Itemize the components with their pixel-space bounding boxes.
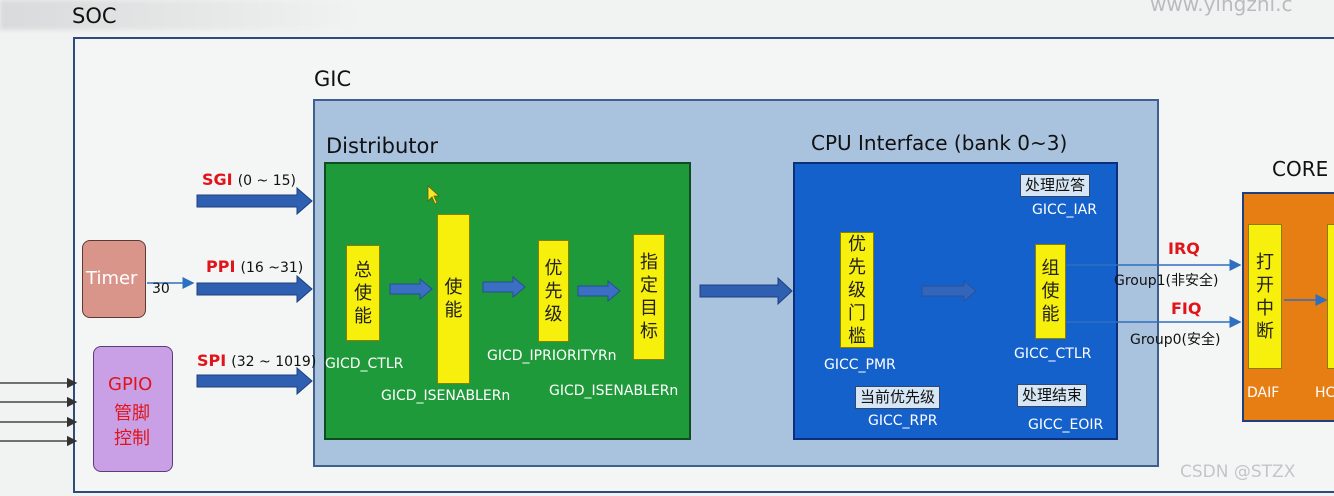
daif-label: DAIF [1247, 385, 1280, 401]
priority-text: 优先级 [544, 257, 563, 325]
priority-box: 优先级 [538, 240, 569, 342]
distributor-box [324, 162, 691, 440]
sgi-arrow [196, 186, 313, 216]
gpio-block [93, 346, 173, 472]
gicc-ctlr-label: GICC_CTLR [1014, 346, 1092, 362]
gicc-eoir-label: GICC_EOIR [1028, 417, 1104, 433]
ppi-name: PPI [206, 257, 236, 276]
end-processing-tag: 处理结束 [1017, 384, 1088, 407]
core-label: CORE [1272, 157, 1329, 181]
timer-label: Timer [86, 268, 138, 289]
gicd-isenabler-label: GICD_ISENABLERn [381, 388, 511, 404]
gpio-label: GPIO [108, 374, 153, 395]
priority-threshold-box: 优先级门槛 [840, 232, 874, 348]
spi-label: SPI (32 ~ 1019) [197, 351, 316, 370]
enable-text: 使能 [444, 277, 463, 321]
current-priority-tag: 当前优先级 [855, 386, 941, 409]
distributor-label: Distributor [326, 134, 439, 158]
sgi-range: (0 ~ 15) [237, 173, 296, 189]
timer-value: 30 [152, 281, 170, 297]
cpu-internal-arrow [921, 279, 977, 303]
gpio-label-control: 控制 [114, 428, 150, 449]
total-enable-text: 总使能 [354, 259, 372, 327]
core-second-box [1327, 224, 1334, 369]
group-enable-box: 组使能 [1035, 244, 1066, 339]
dist-arrow-2 [482, 275, 526, 299]
hcr-label: HC [1315, 385, 1334, 401]
ppi-label: PPI (16 ~31) [206, 257, 303, 276]
gic-label: GIC [314, 67, 352, 91]
spi-name: SPI [197, 351, 227, 370]
open-interrupt-text: 打开中断 [1256, 251, 1274, 342]
gicd-ctlr-label: GICD_CTLR [325, 356, 404, 372]
group1-label: Group1(非安全) [1114, 273, 1219, 289]
priority-threshold-text: 优先级门槛 [848, 233, 866, 347]
dist-arrow-1 [389, 277, 433, 301]
csdn-watermark: CSDN @STZX [1180, 462, 1296, 482]
blur-overlay [0, 0, 360, 30]
sgi-label: SGI (0 ~ 15) [202, 170, 296, 189]
target-text: 指定目标 [640, 252, 658, 342]
irq-label: IRQ [1168, 239, 1200, 258]
ppi-range: (16 ~31) [240, 260, 304, 276]
ppi-arrow [196, 274, 313, 304]
open-interrupt-box: 打开中断 [1248, 224, 1282, 369]
target-box: 指定目标 [633, 234, 665, 360]
timer-block [82, 240, 146, 318]
gicc-pmr-label: GICC_PMR [824, 357, 896, 373]
watermark-top: www.yingzhi.c [1150, 0, 1293, 16]
fiq-label: FIQ [1171, 299, 1202, 318]
gicd-ipriority-label: GICD_IPRIORITYRn [487, 348, 617, 364]
dist-arrow-3 [577, 279, 621, 303]
total-enable-box: 总使能 [346, 245, 380, 341]
dist-to-cpu-arrow [699, 276, 793, 306]
gicc-rpr-label: GICC_RPR [868, 413, 938, 429]
spi-range: (32 ~ 1019) [231, 354, 317, 370]
spi-arrow [196, 366, 313, 396]
group-enable-text: 组使能 [1041, 258, 1060, 325]
enable-box: 使能 [437, 214, 470, 384]
gpio-label-pin: 管脚 [114, 403, 150, 424]
gicd-isenabler2-label: GICD_ISENABLERn [549, 383, 679, 399]
gicc-iar-label: GICC_IAR [1032, 202, 1097, 218]
sgi-name: SGI [202, 170, 233, 189]
cursor-icon [427, 185, 441, 205]
ack-tag: 处理应答 [1020, 174, 1091, 197]
group0-label: Group0(安全) [1130, 332, 1221, 348]
cpu-interface-label: CPU Interface (bank 0~3) [811, 131, 1068, 155]
soc-label: SOC [72, 4, 117, 28]
